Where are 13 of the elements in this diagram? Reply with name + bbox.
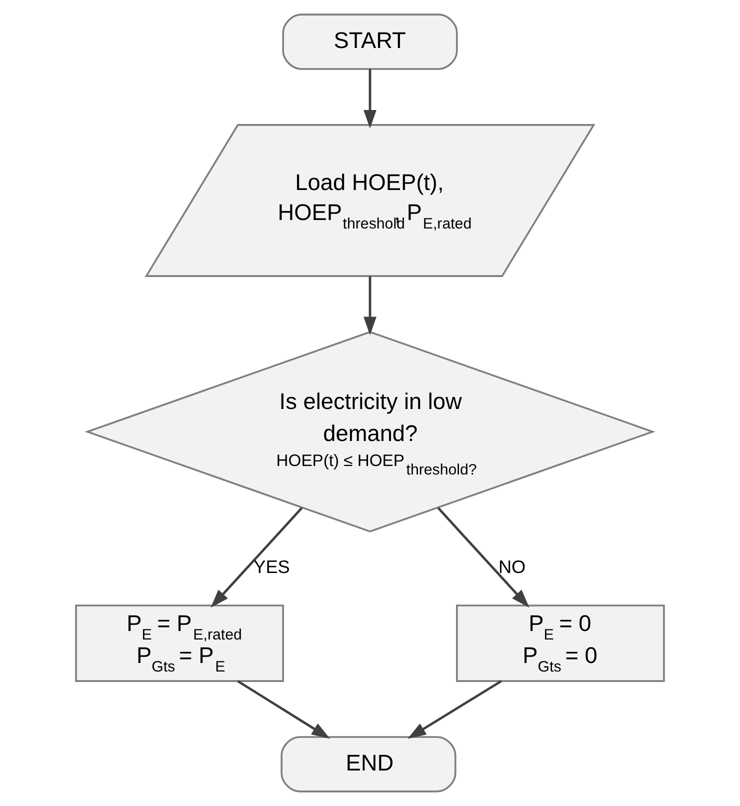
- edge-label: YES: [254, 557, 290, 578]
- arrow: [364, 276, 376, 336]
- arrow: [237, 680, 330, 739]
- node-diamond: Is electricity in low demand? HOEP(t) ≤ HOEP$_{threshold?}$: [84, 331, 656, 532]
- arrow: [364, 69, 376, 128]
- node-box: START: [282, 14, 458, 70]
- arrow: [408, 680, 502, 739]
- node-box: END: [280, 736, 456, 792]
- edge-label: NO: [498, 557, 526, 578]
- arrow: [210, 507, 303, 608]
- node-box: P$_{E}$ = P$_{E,rated}$ P$_{Gts}$ = P$_{E}$: [75, 604, 284, 682]
- node-box: P$_{E}$ = 0 P$_{Gts}$ = 0: [456, 604, 665, 682]
- arrow: [437, 507, 530, 608]
